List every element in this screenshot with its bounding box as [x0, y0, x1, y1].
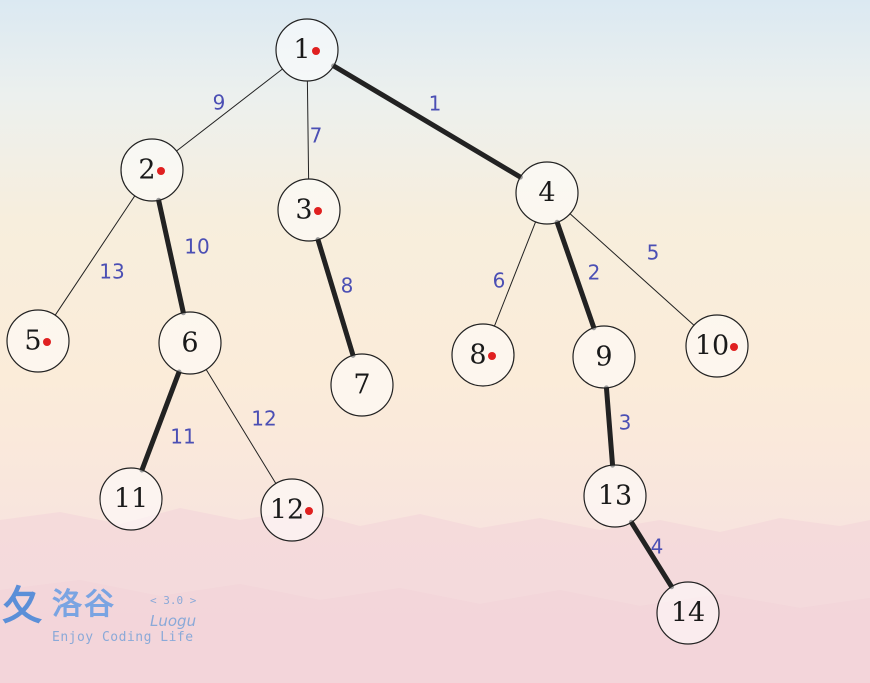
edge-1-4: [331, 63, 523, 180]
node-label: 14: [671, 598, 705, 629]
tree-node-5: 5: [6, 309, 70, 373]
node-label: 10: [695, 331, 729, 362]
node-circle: [451, 323, 515, 387]
node-circle: [120, 138, 184, 202]
node-label: 3: [295, 195, 312, 226]
luogu-logo-icon: ⼡: [2, 583, 42, 629]
edge-1-2: [176, 68, 283, 152]
tree-node-6: 6: [158, 311, 222, 375]
logo-tagline: Enjoy Coding Life: [52, 630, 194, 645]
node-circle: [158, 311, 222, 375]
edge-2-5: [54, 195, 136, 316]
logo-name-cn: 洛谷: [52, 587, 116, 622]
node-label: 13: [598, 481, 632, 512]
edge-weight-label: 1: [429, 92, 442, 116]
edge-9-13: [603, 385, 616, 468]
edge-4-10: [569, 213, 695, 326]
node-label: 2: [138, 155, 155, 186]
edges-layer: [54, 63, 695, 590]
node-label: 4: [538, 178, 555, 209]
tree-node-12: 12: [260, 478, 324, 542]
tree-node-8: 8: [451, 323, 515, 387]
node-circle: [99, 467, 163, 531]
tree-node-3: 3: [277, 178, 341, 242]
tree-node-11: 11: [99, 467, 163, 531]
edge-4-8: [493, 221, 537, 327]
edge-weight-label: 7: [310, 124, 323, 148]
edge-6-12: [205, 368, 277, 485]
marker-dot: [157, 167, 165, 175]
edge-weight-label: 3: [619, 411, 632, 435]
tree-node-10: 10: [685, 314, 749, 378]
mountain-silhouette-front: [0, 580, 870, 683]
edge-weight-label: 10: [184, 235, 209, 259]
node-label: 9: [595, 342, 612, 373]
tree-node-9: 9: [572, 325, 636, 389]
tree-node-2: 2: [120, 138, 184, 202]
node-label: 7: [353, 370, 370, 401]
node-label: 12: [270, 495, 304, 526]
luogu-watermark: ⼡ 洛谷 < 3.0 > Luogu Enjoy Coding Life: [0, 584, 220, 654]
edge-weight-label: 8: [341, 274, 354, 298]
tree-node-14: 14: [656, 581, 720, 645]
edge-weight-label: 13: [99, 260, 124, 284]
tree-node-4: 4: [515, 161, 579, 225]
node-label: 6: [181, 328, 198, 359]
tree-node-7: 7: [330, 353, 394, 417]
edge-weight-label: 5: [647, 241, 660, 265]
marker-dot: [488, 352, 496, 360]
node-label: 8: [469, 340, 486, 371]
edge-weight-label: 2: [588, 261, 601, 285]
node-circle: [277, 178, 341, 242]
edge-6-11: [139, 369, 182, 473]
tree-node-13: 13: [583, 464, 647, 528]
edge-3-7: [315, 237, 356, 358]
edge-weight-label: 11: [170, 425, 195, 449]
node-circle: [275, 18, 339, 82]
edge-13-14: [628, 519, 675, 590]
node-circle: [572, 325, 636, 389]
edge-4-9: [554, 219, 597, 331]
edge-weight-label: 9: [213, 91, 226, 115]
edge-weight-label: 4: [651, 535, 664, 559]
edge-weight-label: 6: [493, 269, 506, 293]
marker-dot: [305, 507, 313, 515]
node-circle: [260, 478, 324, 542]
marker-dot: [43, 338, 51, 346]
node-label: 5: [24, 326, 41, 357]
marker-dot: [314, 207, 322, 215]
node-circle: [685, 314, 749, 378]
node-circle: [583, 464, 647, 528]
node-label: 11: [114, 484, 148, 515]
node-circle: [6, 309, 70, 373]
marker-dot: [312, 47, 320, 55]
node-circle: [515, 161, 579, 225]
tree-node-1: 1: [275, 18, 339, 82]
node-circle: [330, 353, 394, 417]
node-label: 1: [293, 35, 310, 66]
edge-weight-label: 12: [251, 407, 276, 431]
edge-1-3: [306, 80, 310, 180]
marker-dot: [730, 343, 738, 351]
logo-version: < 3.0 >: [150, 594, 197, 607]
edge-2-6: [156, 197, 186, 316]
logo-name-en: Luogu: [150, 612, 197, 630]
node-circle: [656, 581, 720, 645]
